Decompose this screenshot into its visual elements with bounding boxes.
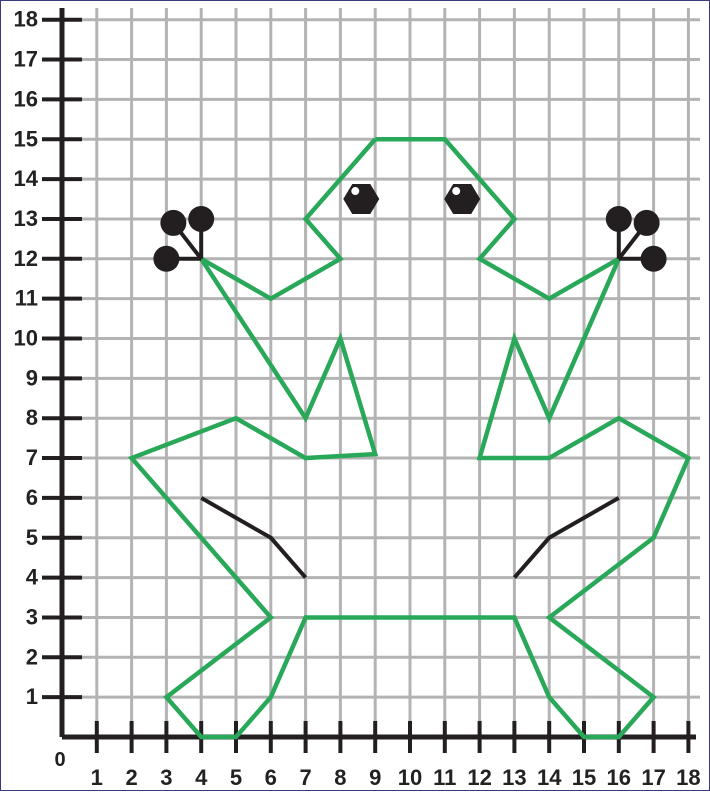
grid-lines (62, 8, 700, 737)
y-tick-label: 17 (14, 47, 38, 72)
x-tick-label: 15 (572, 765, 596, 790)
y-tick-label: 15 (14, 126, 38, 151)
x-tick-label: 16 (607, 765, 631, 790)
x-tick-label: 2 (125, 765, 137, 790)
y-tick-label: 2 (26, 644, 38, 669)
y-tick-label: 12 (14, 246, 38, 271)
toe-dot (160, 210, 186, 236)
x-tick-label: 3 (160, 765, 172, 790)
x-tick-label: 10 (398, 765, 422, 790)
y-tick-label: 6 (26, 485, 38, 510)
eye-highlight (452, 187, 460, 195)
x-tick-label: 13 (502, 765, 526, 790)
y-tick-label: 4 (26, 565, 39, 590)
axes (42, 8, 696, 753)
x-tick-label: 7 (299, 765, 311, 790)
x-tick-label: 17 (641, 765, 665, 790)
toe-dot (641, 246, 667, 272)
x-tick-label: 5 (230, 765, 242, 790)
eye-highlight (351, 187, 359, 195)
y-tick-label: 13 (14, 206, 38, 231)
toe-dot (153, 246, 179, 272)
toe-dot (634, 210, 660, 236)
y-tick-label: 7 (26, 445, 38, 470)
y-tick-label: 16 (14, 86, 38, 111)
x-tick-label: 14 (537, 765, 562, 790)
frog-eye (444, 184, 480, 214)
y-tick-label: 3 (26, 604, 38, 629)
x-tick-label: 9 (369, 765, 381, 790)
x-tick-label: 11 (433, 765, 456, 790)
y-tick-label: 14 (14, 166, 39, 191)
toe-dot (188, 206, 214, 232)
x-tick-label: 8 (334, 765, 346, 790)
y-tick-label: 5 (26, 525, 38, 550)
y-tick-label: 11 (15, 286, 38, 311)
x-tick-label: 1 (91, 765, 103, 790)
y-tick-label: 9 (26, 365, 38, 390)
y-tick-label: 8 (26, 405, 38, 430)
y-tick-label: 1 (26, 684, 38, 709)
x-tick-label: 18 (676, 765, 700, 790)
y-tick-label: 10 (14, 326, 38, 351)
toe-dot (606, 206, 632, 232)
origin-label: 0 (54, 749, 65, 771)
x-tick-label: 4 (195, 765, 208, 790)
x-tick-label: 12 (467, 765, 491, 790)
x-tick-label: 6 (265, 765, 277, 790)
y-tick-label: 18 (14, 7, 38, 32)
